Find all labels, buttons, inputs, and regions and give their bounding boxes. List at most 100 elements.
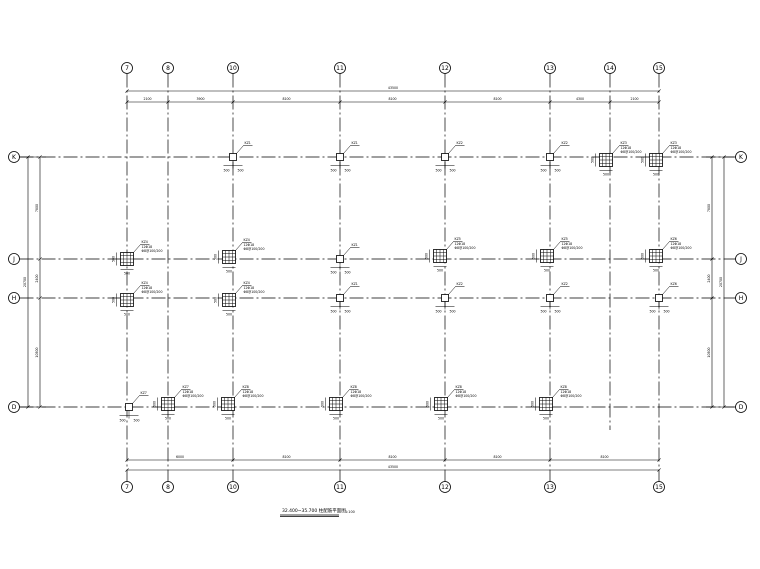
axis-bubble-circle	[544, 481, 556, 493]
axis-bubble-label: 7	[125, 65, 129, 72]
section-size-label: 500	[112, 297, 116, 303]
mark-leader	[553, 241, 570, 250]
dim-tick	[710, 296, 714, 300]
axis-bubble-label: 12	[441, 65, 449, 72]
dim-tick	[125, 100, 129, 104]
dim-bottom-seg-text: 8100	[600, 455, 608, 459]
column-mark: KZ2	[562, 141, 568, 145]
axis-bubble-right-J: J	[735, 253, 747, 265]
dim-tick	[166, 100, 170, 104]
section-size-label: 500	[435, 310, 441, 314]
dim-left-total-text: 20700	[23, 277, 27, 287]
column-mark: KZ7	[141, 391, 147, 395]
mark-leader	[552, 389, 569, 398]
section-size-label: 500	[124, 313, 130, 317]
mark-leader	[343, 145, 360, 154]
column-mark: KZ1	[352, 282, 358, 286]
mark-leader	[447, 389, 464, 398]
section-size-label: 500	[330, 310, 336, 314]
section-size-label: 500	[344, 271, 350, 275]
mark-leader	[343, 247, 360, 256]
axis-bubble-label: 15	[655, 484, 663, 491]
dim-tick	[657, 89, 661, 93]
axis-bubble-circle	[735, 151, 747, 163]
column-mark: KZ7	[183, 385, 189, 389]
axis-bubble-circle	[8, 151, 20, 163]
rebar-note: 12Φ18	[671, 146, 682, 150]
dim-tick	[38, 296, 42, 300]
column-mark: KZ8	[351, 385, 357, 389]
section-size-label: 500	[237, 169, 243, 173]
section-size-label: 500	[213, 401, 217, 407]
axis-bubble-top-10: 10	[227, 62, 239, 74]
section-size-label: 500	[226, 313, 232, 317]
stirrup-note: Φ8@100/200	[561, 394, 582, 398]
axis-bubble-top-8: 8	[162, 62, 174, 74]
section-size-label: 500	[425, 253, 429, 259]
axis-bubble-circle	[735, 292, 747, 304]
section-size-label: 500	[603, 173, 609, 177]
dim-top-seg-text: 2100	[630, 97, 638, 101]
axis-bubble-label: K	[12, 154, 17, 161]
mark-leader	[235, 242, 252, 251]
section-size-label: 500	[438, 417, 444, 421]
dim-top-seg-text: 8100	[493, 97, 501, 101]
axis-bubble-bottom-10: 10	[227, 481, 239, 493]
section-size-label: 500	[532, 253, 536, 259]
dim-tick	[657, 468, 661, 472]
axis-bubble-bottom-11: 11	[334, 481, 346, 493]
column-mark: KZ2	[562, 282, 568, 286]
dim-tick	[338, 458, 342, 462]
dim-left-seg-text: 2400	[35, 274, 39, 282]
dim-tick	[443, 458, 447, 462]
section-size-label: 500	[225, 417, 231, 421]
section-size-label: 500	[344, 169, 350, 173]
dim-tick	[125, 458, 129, 462]
section-size-label: 500	[214, 297, 218, 303]
mark-leader	[448, 145, 465, 154]
stirrup-note: Φ8@100/200	[142, 290, 163, 294]
section-size-label: 500	[543, 417, 549, 421]
axis-grid	[19, 73, 736, 482]
column-section	[546, 294, 554, 302]
dim-top-seg-text: 8100	[282, 97, 290, 101]
axis-bubble-top-15: 15	[653, 62, 665, 74]
axis-bubble-label: J	[739, 256, 742, 263]
mark-leader	[662, 241, 679, 250]
dim-right-seg-text: 10500	[707, 347, 711, 357]
dim-bottom-total-text: 43500	[388, 465, 398, 469]
rebar-note: 12Φ18	[455, 242, 466, 246]
section-size-label: 500	[333, 417, 339, 421]
mark-leader	[174, 389, 191, 398]
axis-bubble-label: 12	[441, 484, 449, 491]
column-mark: KZ4	[142, 281, 148, 285]
axis-bubble-circle	[334, 481, 346, 493]
column-mark: KZ4	[244, 281, 250, 285]
section-size-label: 500	[591, 157, 595, 163]
mark-leader	[662, 145, 679, 154]
section-size-label: 500	[330, 169, 336, 173]
mark-leader	[234, 389, 251, 398]
mark-leader	[446, 241, 463, 250]
column-section	[336, 294, 344, 302]
section-size-label: 500	[112, 256, 116, 262]
dim-bottom-seg-text: 8100	[493, 455, 501, 459]
axis-bubble-label: H	[12, 295, 17, 302]
stirrup-note: Φ8@100/200	[671, 246, 692, 250]
dim-tick	[231, 458, 235, 462]
dim-left-seg-text: 10500	[35, 347, 39, 357]
column-mark: KZ4	[244, 238, 250, 242]
axis-bubble-circle	[439, 481, 451, 493]
